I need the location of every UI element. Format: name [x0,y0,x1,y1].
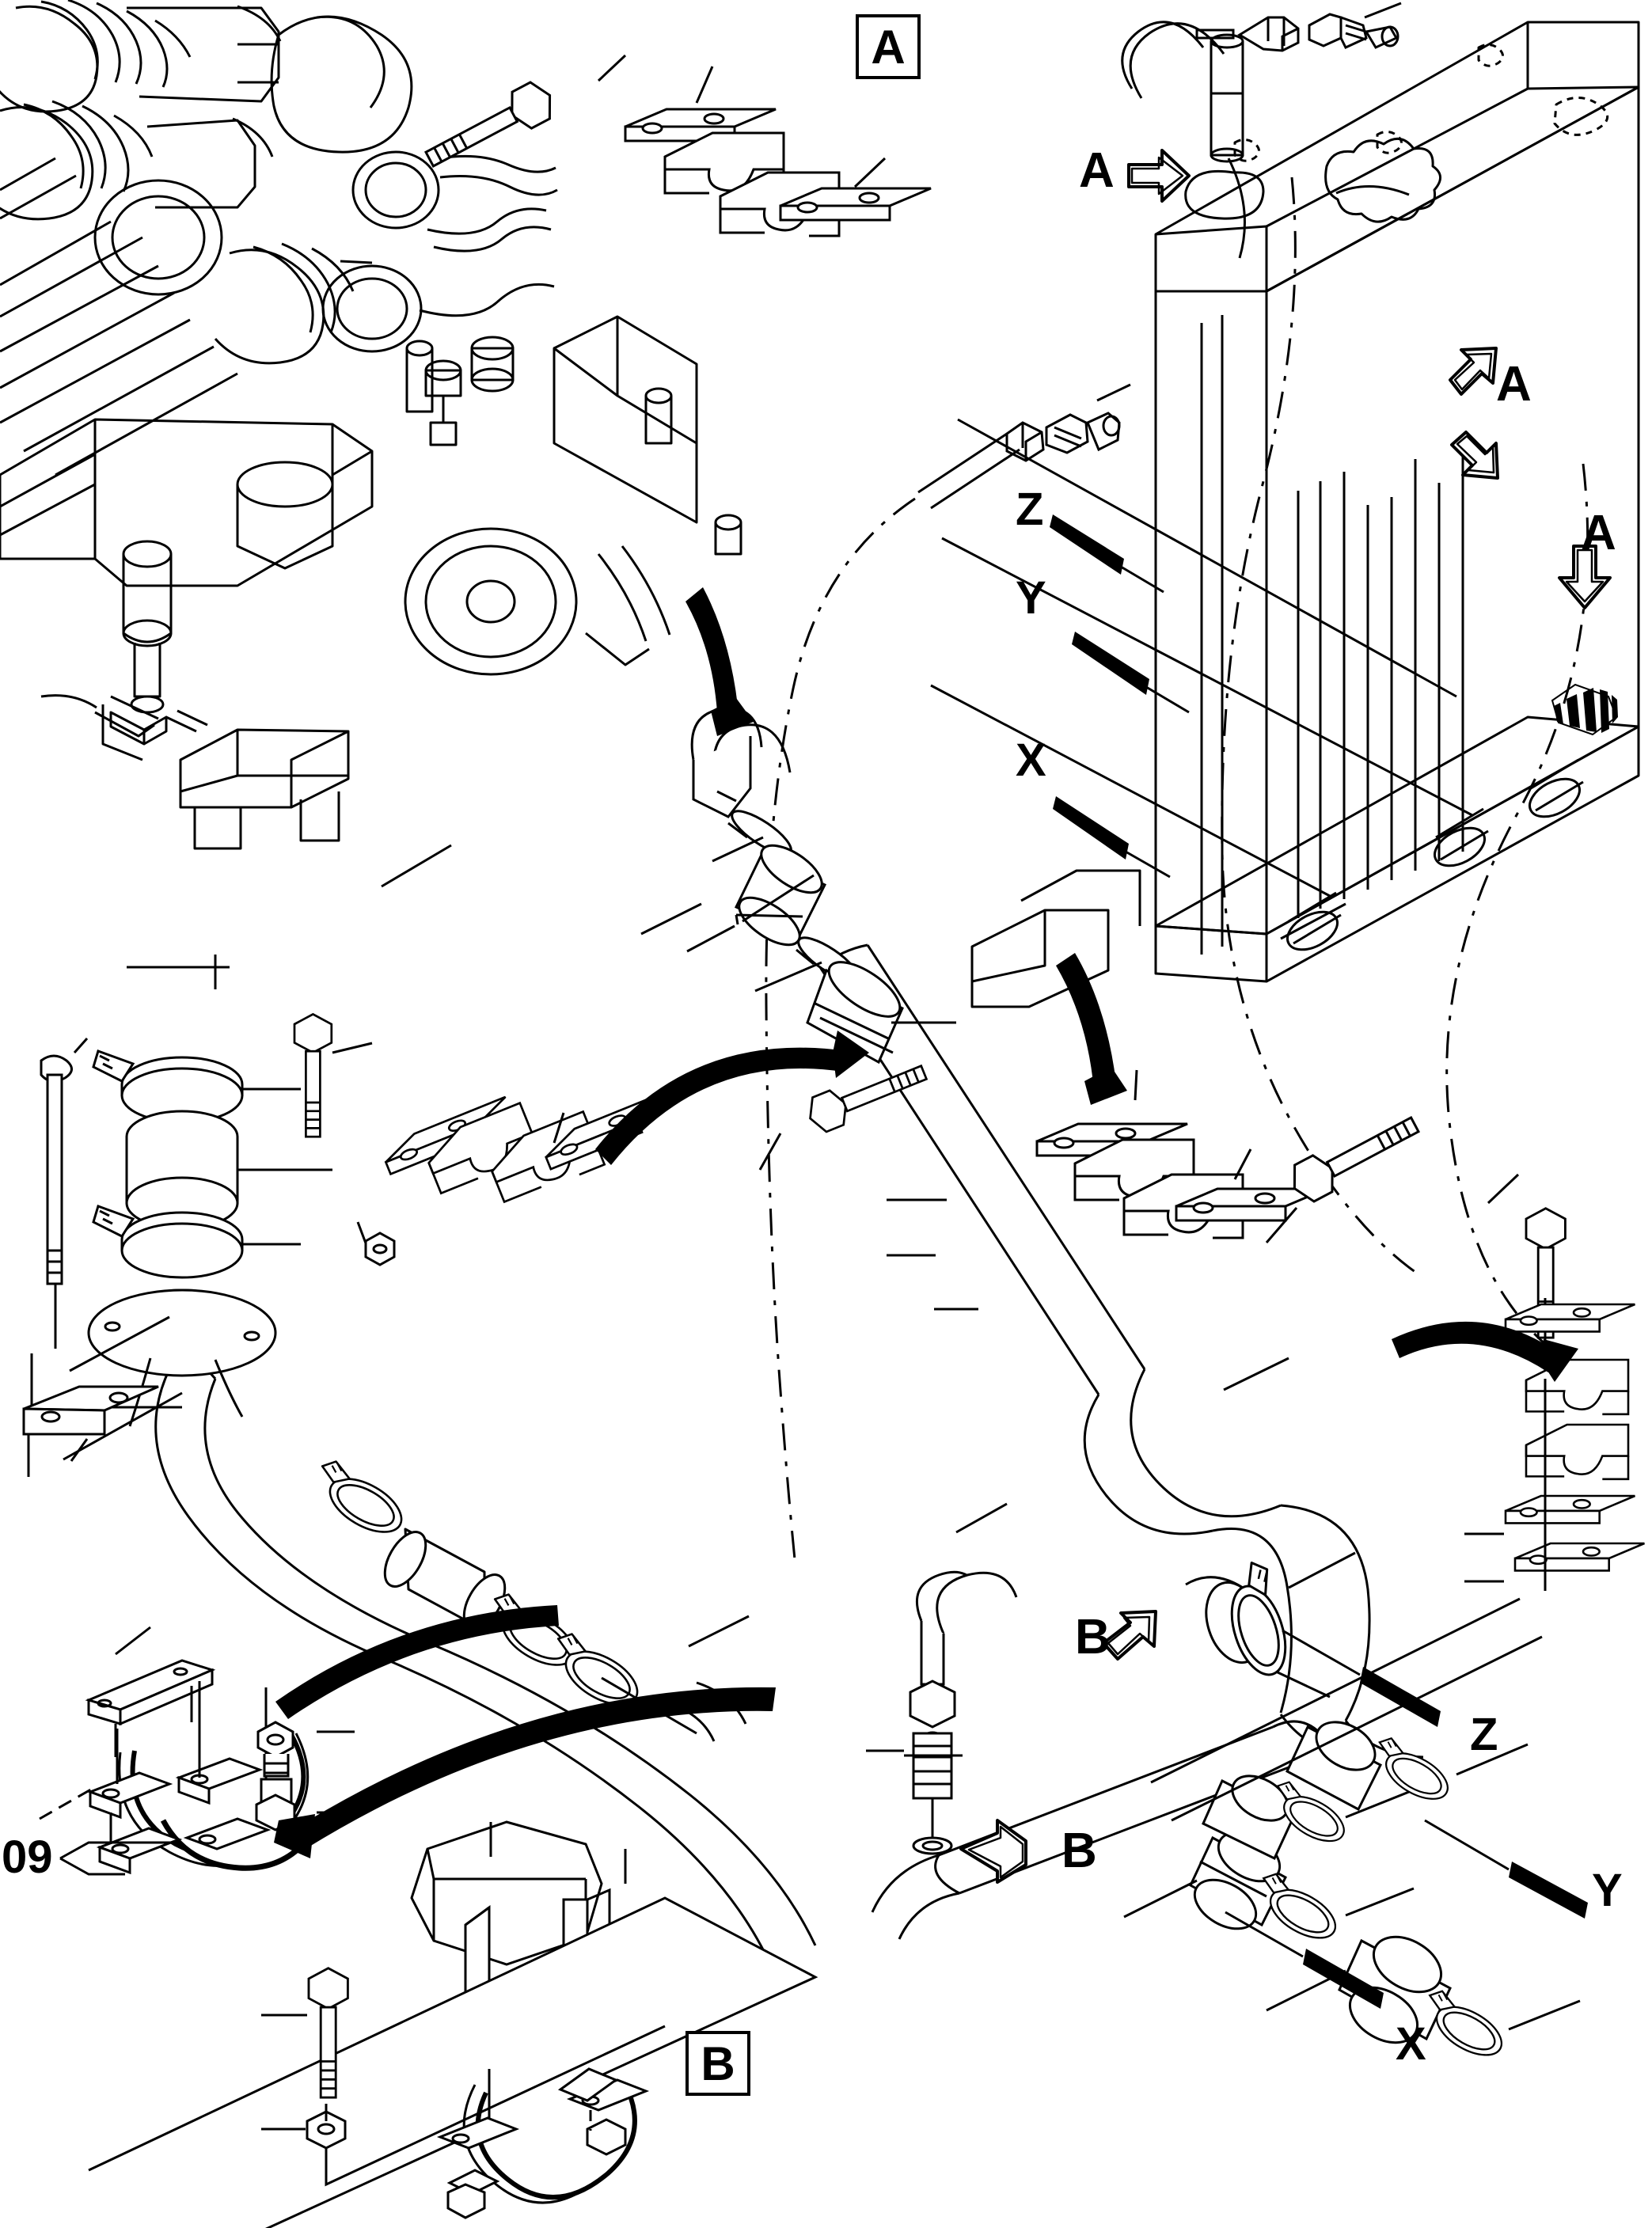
center-pipe-sections [686,736,978,1311]
view-arrow-label-b-lower: B [1061,1824,1097,1878]
view-arrow-a-low [1558,545,1612,609]
direction-label-x-right: X [1396,2018,1426,2070]
view-arrow-a-mid-2 [1450,431,1499,480]
z-right-arrow [1360,1667,1441,1727]
right-clamp-stack-drawing [1464,1173,1646,1591]
view-arrow-label-a-top: A [1079,143,1115,198]
hatched-marker-block [1551,683,1618,736]
direction-label-z-right: Z [1470,1709,1498,1760]
shield-bracket-drawing [88,1820,818,2228]
z-left-arrow [1050,514,1124,575]
lower-hose-rail-drawing [1123,1597,1581,2067]
diagonal-clamp-stack [356,1053,932,1266]
view-arrow-b-lower [959,1819,1027,1884]
view-arrow-label-b-upper: B [1075,1610,1111,1664]
view-arrow-label-a-mid: A [1496,357,1532,412]
mount-bracket-09-drawing [39,1626,355,1876]
direction-label-y-right: Y [1592,1865,1623,1916]
mid-hose-fitting [917,383,1131,510]
section-marker-a: A [856,14,921,79]
section-marker-b: B [685,2031,750,2096]
part-callout-09: 09 [2,1831,53,1883]
view-direction-arrows [959,149,1612,1884]
direction-leader-arrows [1050,514,1588,2009]
direction-label-x-left: X [1016,734,1046,786]
part-leader-lines [127,844,1356,1648]
center-bottom-fitting [866,1570,1018,1855]
upper-clamp-stack-drawing [418,54,932,237]
y-right-arrow [1509,1862,1588,1919]
radiator-drawing [930,21,1640,1008]
engine-block-drawing [0,0,742,850]
mid-clamp-stack-drawing [1035,1069,1426,1243]
view-arrow-b-upper [1102,1610,1157,1661]
upper-hose-fittings [1121,2,1402,259]
direction-label-z-left: Z [1016,484,1044,535]
y-left-arrow [1072,632,1149,695]
direction-label-y-left: Y [1016,572,1046,624]
x-left-arrow [1053,796,1129,860]
view-arrow-label-a-low: A [1581,506,1616,560]
view-arrow-a-mid-1 [1449,347,1498,396]
view-arrow-a-top [1127,149,1191,203]
x-right-arrow [1303,1949,1384,2009]
leader-lines [1120,565,1510,1958]
hose-clamp-explode-drawing [22,1013,373,1477]
assembly-curved-arrows [274,587,1578,1858]
